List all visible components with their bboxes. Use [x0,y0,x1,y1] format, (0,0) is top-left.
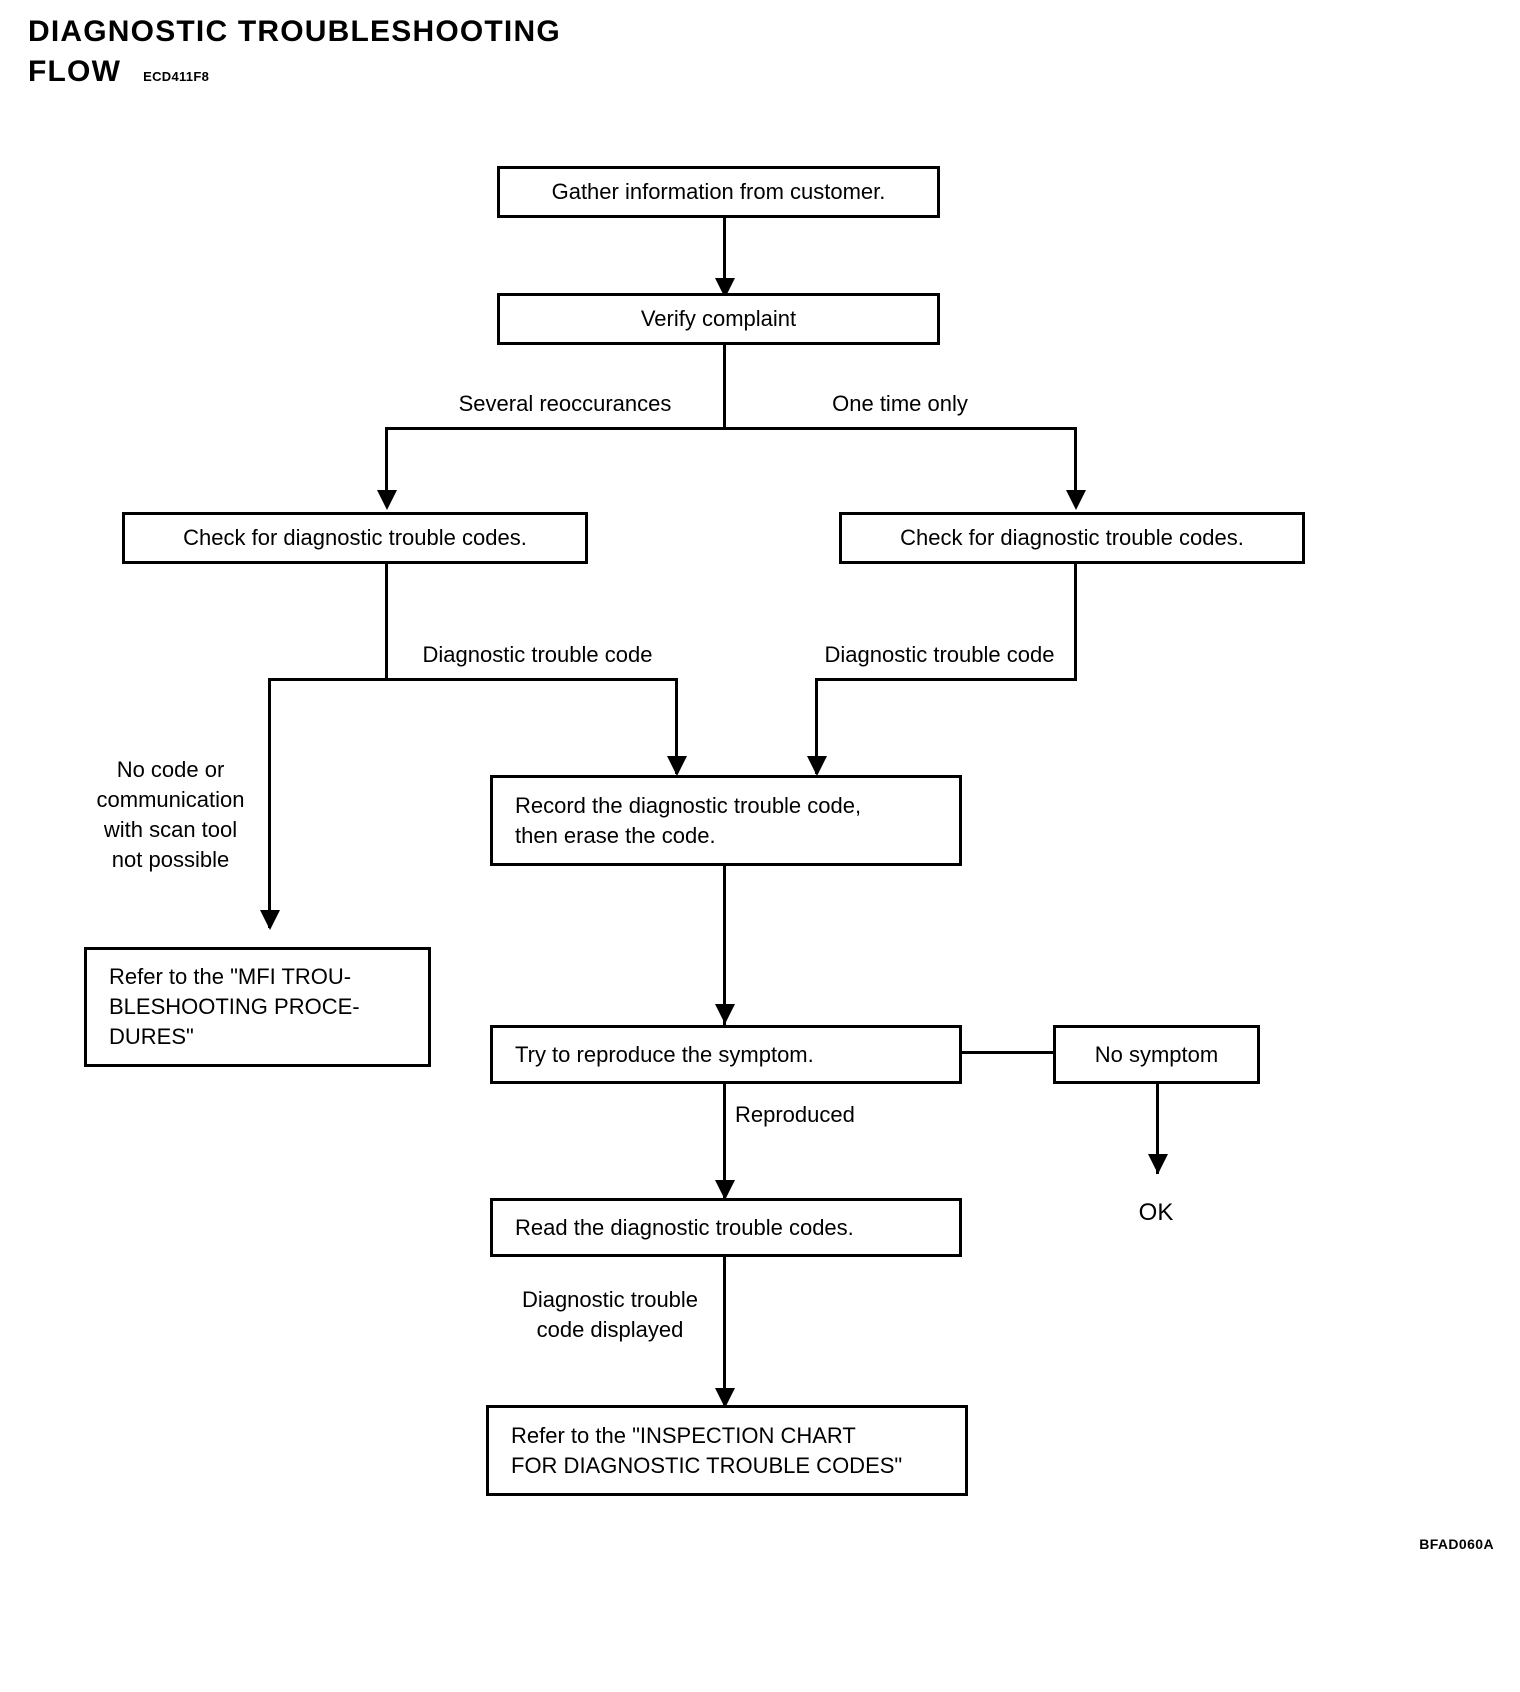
node-refer-mfi-procedures-label: Refer to the "MFI TROU- BLESHOOTING PROC… [109,964,360,1049]
connector-checkleft-down [385,563,388,681]
arrowhead-left-branch [377,490,397,510]
connector-left-branch [385,427,388,495]
node-check-codes-right-label: Check for diagnostic trouble codes. [900,525,1244,550]
edge-label-dtc-displayed: Diagnostic trouble code displayed [521,1287,699,1342]
node-no-symptom[interactable]: No symptom [1053,1025,1260,1084]
connector-checkleft-dtc-down [675,678,678,774]
arrowhead-right-branch [1066,490,1086,510]
arrowhead-nocode [260,910,280,930]
arrowhead-read-to-refer [715,1388,735,1408]
arrowhead-reproduce-to-read [715,1180,735,1200]
connector-verify-bus [385,427,1077,430]
arrowhead-record-to-reproduce [715,1004,735,1024]
connector-nosymptom-to-ok [1156,1082,1159,1174]
connector-gather-to-verify [723,216,726,284]
connector-right-branch [1074,427,1077,495]
page-title-line1: DIAGNOSTIC TROUBLESHOOTING [28,15,561,48]
connector-checkleft-bus [268,678,678,681]
node-check-codes-left-label: Check for diagnostic trouble codes. [183,525,527,550]
connector-read-to-refer [723,1250,726,1405]
node-record-erase-code-label: Record the diagnostic trouble code, then… [515,792,862,848]
edge-label-dtc-left: Diagnostic trouble code [422,642,653,667]
connector-reproduce-to-nosymptom [957,1051,1145,1054]
node-refer-inspection-chart[interactable]: Refer to the "INSPECTION CHART FOR DIAGN… [486,1405,968,1496]
connector-checkright-dtc-down [815,678,818,774]
arrowhead-ok [1148,1154,1168,1174]
edge-label-several-reoccurances: Several reoccurances [458,391,672,416]
node-record-erase-code[interactable]: Record the diagnostic trouble code, then… [490,775,962,866]
node-try-reproduce-symptom-label: Try to reproduce the symptom. [515,1041,814,1067]
page-header: DIAGNOSTIC TROUBLESHOOTING FLOW ECD411F8 [28,14,561,88]
node-gather-information[interactable]: Gather information from customer. [497,166,940,218]
connector-reproduce-to-read [723,1084,726,1198]
node-try-reproduce-symptom[interactable]: Try to reproduce the symptom. [490,1025,962,1084]
connector-verify-down [723,344,726,430]
connector-checkright-bus [815,678,1077,681]
node-check-codes-left[interactable]: Check for diagnostic trouble codes. [122,512,588,564]
arrowhead-checkright-dtc [807,756,827,776]
node-read-trouble-codes[interactable]: Read the diagnostic trouble codes. [490,1198,962,1257]
connector-nocode-down [268,678,271,928]
node-verify-complaint[interactable]: Verify complaint [497,293,940,345]
node-verify-complaint-label: Verify complaint [640,306,797,331]
edge-label-one-time-only: One time only [832,391,968,416]
page-title-line2: FLOW [28,55,122,88]
connector-checkright-down [1074,563,1077,681]
arrowhead-checkleft-dtc [667,756,687,776]
node-refer-mfi-procedures[interactable]: Refer to the "MFI TROU- BLESHOOTING PROC… [84,947,431,1067]
edge-label-dtc-right: Diagnostic trouble code [824,642,1055,667]
label-ok: OK [1138,1199,1174,1226]
node-check-codes-right[interactable]: Check for diagnostic trouble codes. [839,512,1305,564]
node-read-trouble-codes-label: Read the diagnostic trouble codes. [515,1214,854,1240]
connector-record-to-reproduce [723,866,726,1026]
node-no-symptom-label: No symptom [1094,1041,1219,1067]
node-gather-information-label: Gather information from customer. [551,179,886,204]
edge-label-no-code-communication: No code or communication with scan tool … [96,757,245,872]
node-refer-inspection-chart-label: Refer to the "INSPECTION CHART FOR DIAGN… [511,1422,903,1478]
figure-code: ECD411F8 [143,69,210,84]
edge-label-reproduced: Reproduced [735,1102,855,1127]
figure-footer-code: BFAD060A [1419,1536,1494,1552]
